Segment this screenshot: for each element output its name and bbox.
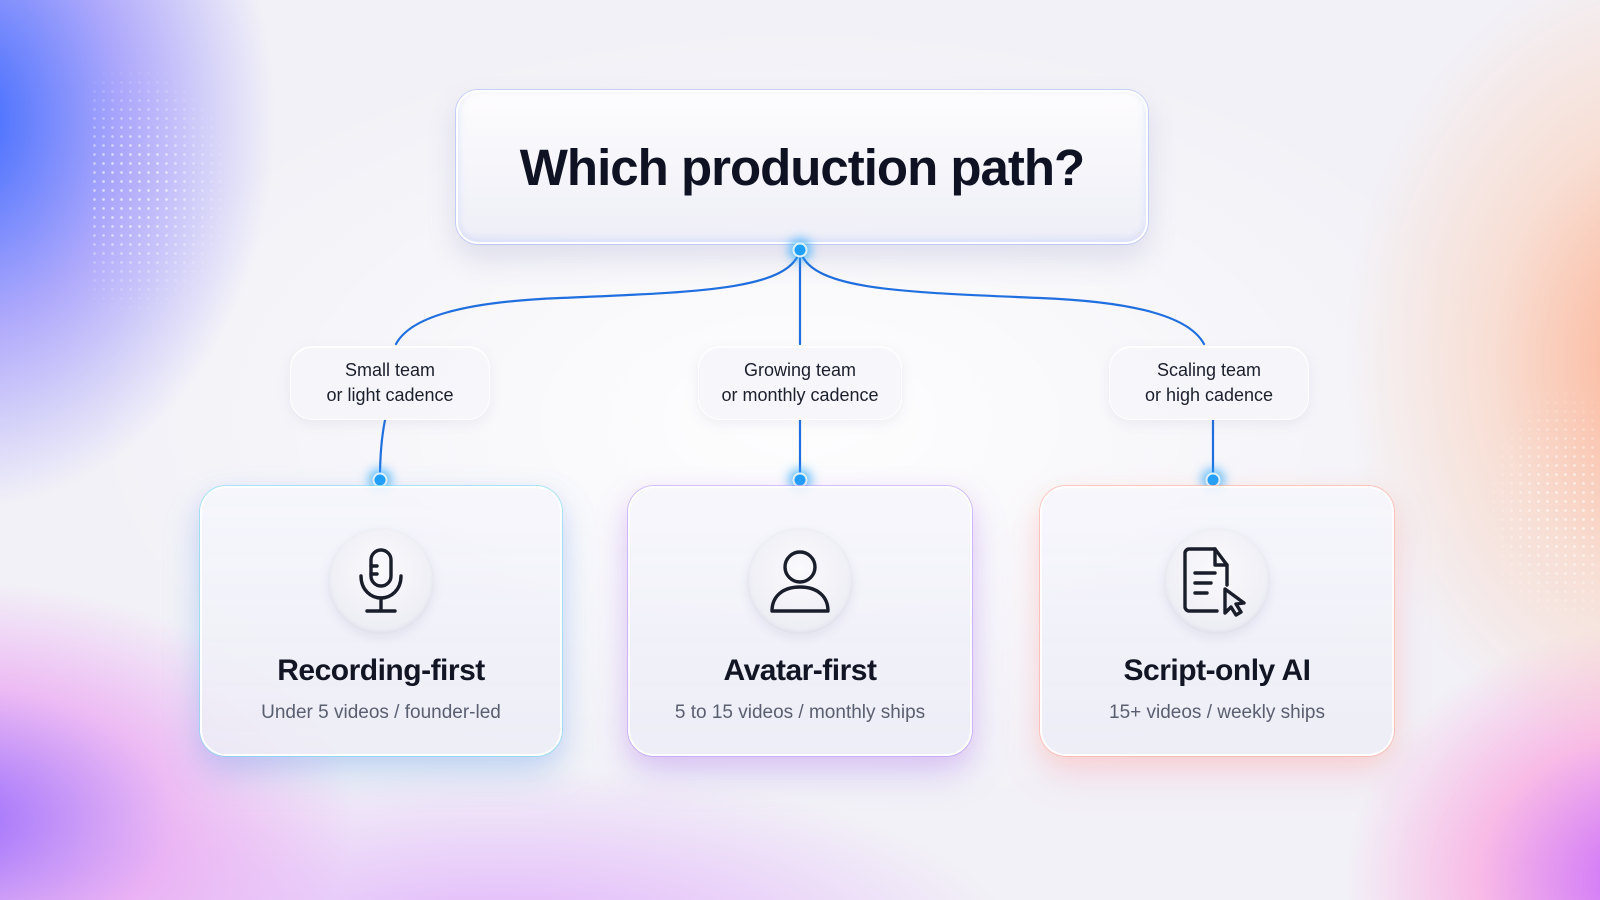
script-cursor-icon xyxy=(1164,528,1270,634)
card-script-only-ai: Script-only AI 15+ videos / weekly ships xyxy=(1040,486,1394,756)
card-title: Recording-first xyxy=(277,654,485,687)
condition-scaling-team: Scaling team or high cadence xyxy=(1109,346,1309,420)
card-avatar-first: Avatar-first 5 to 15 videos / monthly sh… xyxy=(628,486,972,756)
card-recording-first: Recording-first Under 5 videos / founder… xyxy=(200,486,562,756)
question-title: Which production path? xyxy=(519,138,1085,196)
card-subtitle: Under 5 videos / founder-led xyxy=(261,702,501,723)
user-icon xyxy=(747,528,853,634)
connector-root-to-left xyxy=(394,248,802,346)
condition-line-1: Small team xyxy=(344,360,436,380)
question-node: Which production path? xyxy=(456,90,1148,244)
connector-root-to-right xyxy=(798,248,1206,346)
condition-line-2: or high cadence xyxy=(1144,385,1274,405)
condition-small-team: Small team or light cadence xyxy=(290,346,490,420)
card-title: Avatar-first xyxy=(723,654,877,687)
root-node-dot xyxy=(792,242,808,258)
condition-line-1: Scaling team xyxy=(1156,360,1262,380)
microphone-icon xyxy=(328,528,434,634)
condition-line-2: or monthly cadence xyxy=(721,385,879,405)
card-subtitle: 5 to 15 videos / monthly ships xyxy=(674,702,926,723)
condition-line-1: Growing team xyxy=(743,360,857,380)
card-title: Script-only AI xyxy=(1123,654,1311,687)
connector-left-to-card xyxy=(378,418,387,480)
dot-pattern-right xyxy=(1480,380,1600,640)
dot-pattern-left xyxy=(90,60,240,320)
condition-growing-team: Growing team or monthly cadence xyxy=(698,346,902,420)
condition-line-2: or light cadence xyxy=(326,385,454,405)
card-subtitle: 15+ videos / weekly ships xyxy=(1109,702,1325,723)
